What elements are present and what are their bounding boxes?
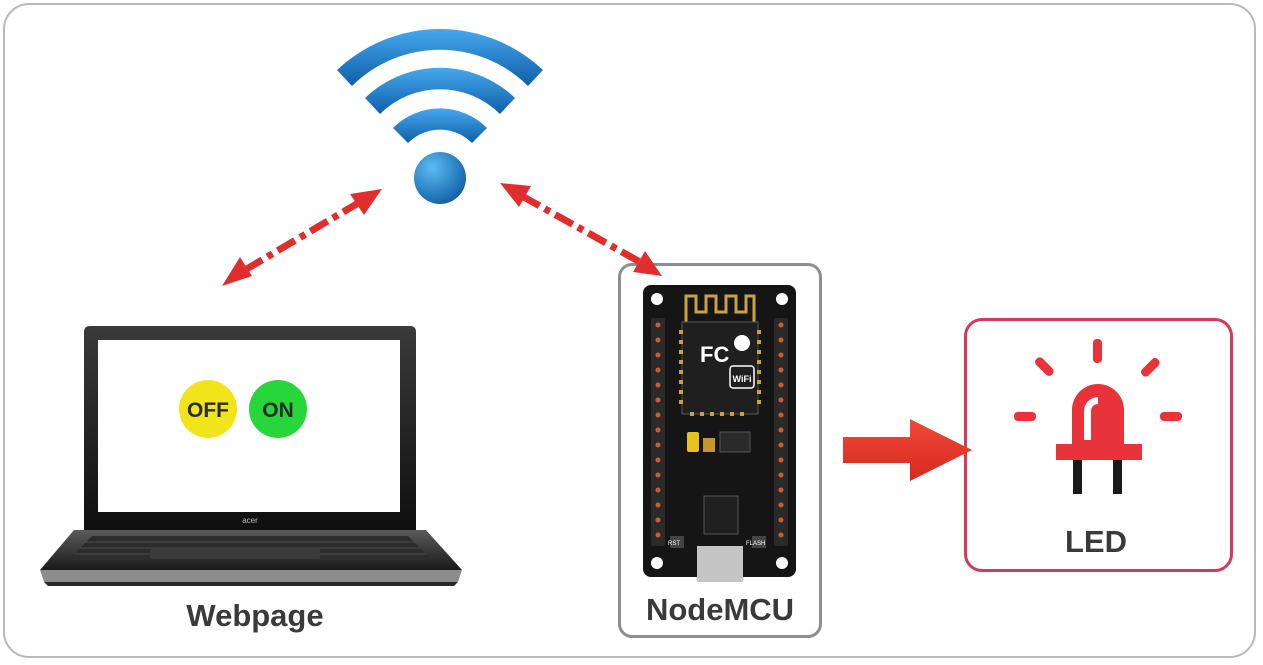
on-button-label: ON <box>262 399 294 422</box>
svg-text:FC: FC <box>700 342 729 367</box>
arrow-nodemcu-led <box>843 419 972 481</box>
svg-text:acer: acer <box>242 516 258 525</box>
off-button-label: OFF <box>187 399 229 422</box>
webpage-label: Webpage <box>186 598 324 633</box>
svg-text:WiFi: WiFi <box>733 374 752 384</box>
svg-text:RST: RST <box>668 541 680 547</box>
wifi-icon <box>337 29 543 204</box>
nodemcu-label: NodeMCU <box>645 592 795 627</box>
arrow-wifi-laptop <box>222 189 382 286</box>
svg-text:FLASH: FLASH <box>746 541 765 547</box>
laptop-icon: acer <box>40 326 462 586</box>
nodemcu-board-icon: FC WiFi <box>643 285 796 582</box>
arrow-wifi-nodemcu <box>500 183 662 276</box>
on-button[interactable]: ON <box>249 380 307 438</box>
led-label: LED <box>1065 524 1127 559</box>
off-button[interactable]: OFF <box>179 380 237 438</box>
led-light-icon <box>1014 339 1182 494</box>
